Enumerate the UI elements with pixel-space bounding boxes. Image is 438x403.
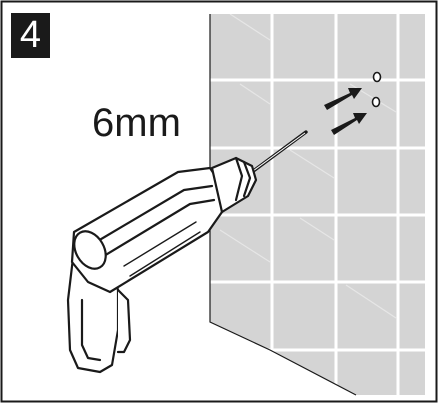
arrow-right-icon: [324, 88, 362, 110]
tiled-wall: [210, 14, 425, 395]
drill-hole-icon: [372, 71, 382, 83]
drill-bit-size-label: 6mm: [92, 101, 181, 145]
arrow-right-icon: [331, 113, 367, 135]
step-number-badge: 4: [11, 13, 50, 58]
drill-hole-icon: [371, 96, 381, 108]
drill-icon: [66, 156, 258, 374]
